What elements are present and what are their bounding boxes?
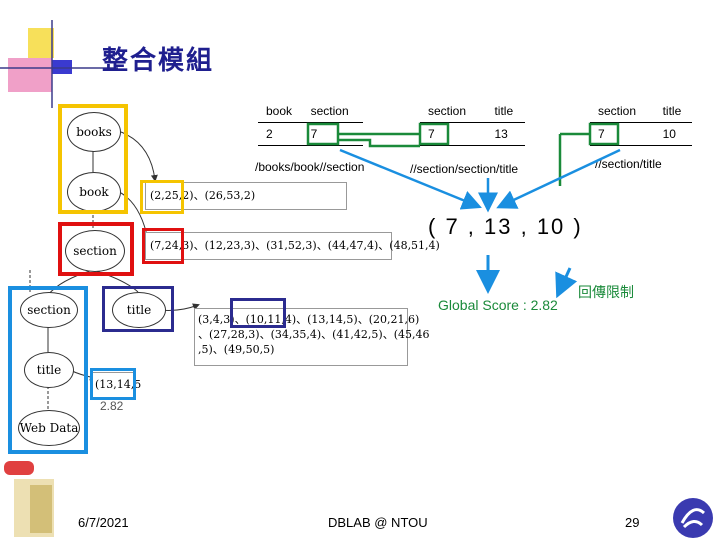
- posting-list-section: (7,24,3)、(12,23,3)、(31,52,3)、(44,47,4)、(…: [150, 239, 440, 252]
- university-logo-icon: [670, 497, 716, 539]
- side-score: 2.82: [100, 399, 124, 413]
- return-limit-label: 回傳限制: [578, 284, 634, 300]
- table-header: section: [590, 100, 655, 123]
- table-header: section: [302, 100, 363, 123]
- posting-box-book: [145, 182, 347, 210]
- highlight-yellow-tree: [58, 104, 128, 214]
- table-header: section: [420, 100, 487, 123]
- corner-decoration: [0, 0, 120, 110]
- table-cell: 13: [486, 122, 525, 146]
- highlight-blue-posting: [90, 368, 136, 400]
- posting-list-lower-title: (13,14,5: [95, 378, 142, 391]
- posting-list-book: (2,25,2)、(26,53,2): [150, 189, 256, 202]
- table-cell: 7: [420, 122, 487, 146]
- posting-box-title: [194, 308, 408, 366]
- table-cell: 2: [258, 122, 303, 146]
- tree-node-books: books: [67, 112, 121, 152]
- global-score: Global Score : 2.82: [438, 297, 558, 313]
- highlight-blue-tree: [8, 286, 88, 454]
- tree-node-title-child: title: [24, 352, 74, 388]
- highlight-navy-tree: [102, 286, 174, 332]
- table-header: book: [258, 100, 303, 123]
- posting-list-title-2: 、(27,28,3)、(34,35,4)、(41,42,5)、(45,46: [198, 328, 430, 341]
- tree-node-section: section: [65, 230, 125, 272]
- highlight-red-posting: [142, 228, 184, 264]
- highlight-red-tree: [58, 222, 134, 276]
- tree-node-web-data: Web Data: [18, 410, 80, 446]
- table-header: title: [654, 100, 692, 123]
- result-tuple: ( 7 , 13 , 10 ): [428, 214, 583, 239]
- highlight-navy-posting: [230, 298, 286, 328]
- posting-box-section: [145, 232, 392, 260]
- table-cell: 7: [590, 122, 655, 146]
- posting-list-title-3: ,5)、(49,50,5): [198, 343, 275, 356]
- table-cell: 10: [654, 122, 692, 146]
- lab-logo-left: [0, 455, 66, 540]
- slide-title: 整合模組: [102, 46, 215, 76]
- posting-list-title-1: (3,4,3)、(10,11,4)、(13,14,5)、(20,21,6): [198, 313, 420, 326]
- table-header: title: [486, 100, 525, 123]
- path-label-1: /books/book//section: [255, 160, 365, 174]
- footer-lab: DBLAB @ NTOU: [328, 515, 428, 530]
- highlight-yellow-posting: [140, 180, 184, 214]
- tree-node-section-child: section: [20, 292, 78, 328]
- path-label-3: //section/title: [595, 157, 662, 171]
- tree-node-book: book: [67, 172, 121, 212]
- path-label-2: //section/section/title: [410, 162, 519, 176]
- tree-node-title: title: [112, 292, 166, 328]
- footer-page-number: 29: [625, 515, 640, 530]
- footer-date: 6/7/2021: [78, 515, 129, 530]
